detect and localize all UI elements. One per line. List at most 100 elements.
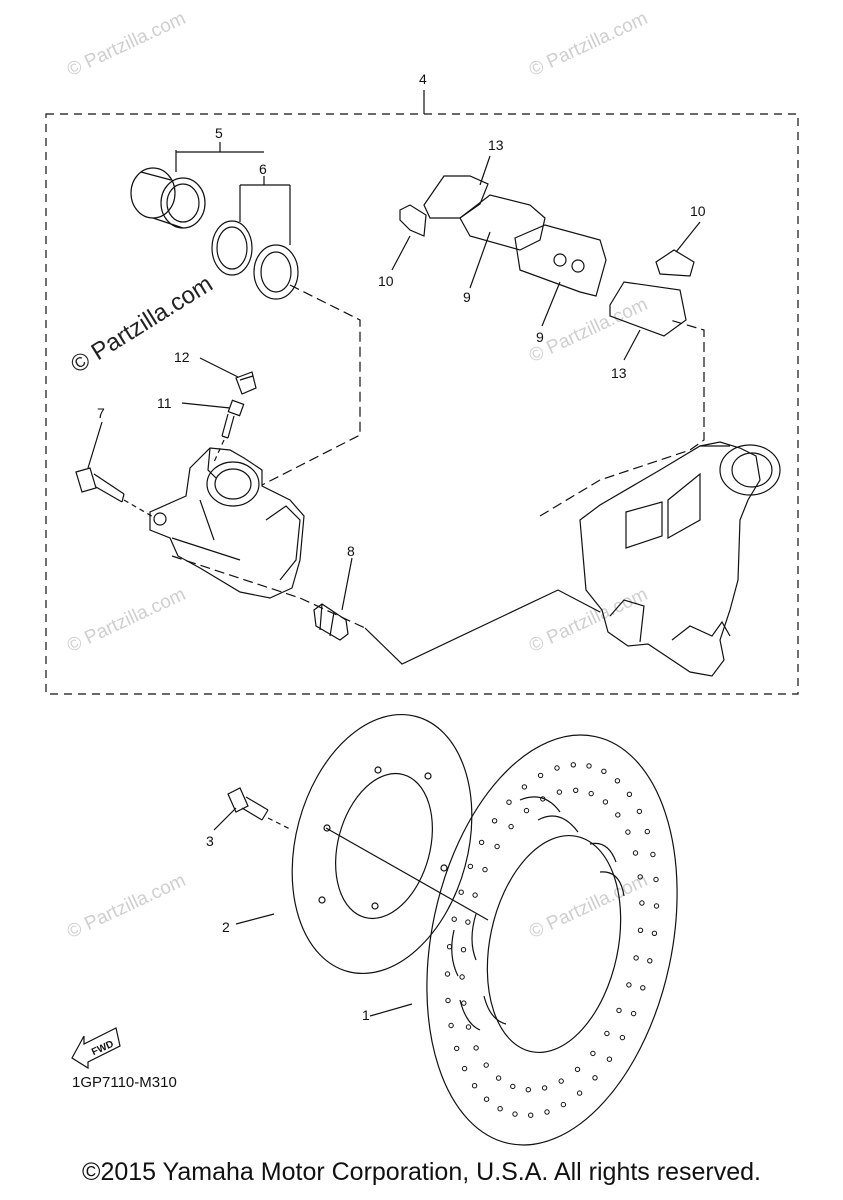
disc-hole	[650, 851, 656, 858]
leader-line	[369, 1003, 413, 1017]
disc-hole	[644, 828, 650, 835]
leader-line	[199, 357, 239, 378]
disc-hole	[592, 1075, 598, 1081]
disc-holes	[444, 762, 660, 1118]
leader-line	[261, 284, 361, 486]
disc-hole	[512, 1111, 518, 1117]
disc-hole	[446, 944, 453, 950]
disc-hole	[467, 863, 474, 870]
leader-line	[623, 329, 641, 361]
seal-ring	[211, 220, 253, 276]
disc-hole	[473, 1045, 479, 1051]
disc-hole	[574, 1066, 581, 1073]
callout-2: 2	[222, 919, 230, 935]
bleeder-screw	[221, 399, 245, 439]
disc-hole	[445, 997, 451, 1004]
leader-line	[469, 231, 491, 289]
disc-hole	[588, 790, 594, 797]
disc-hole	[639, 900, 645, 906]
disc-hole	[525, 1087, 531, 1093]
disc-hole	[540, 796, 546, 802]
callout-13: 13	[611, 365, 627, 381]
callout-9: 9	[536, 329, 544, 345]
disc-hole	[537, 772, 544, 779]
leader-line	[675, 221, 701, 253]
disc-hole	[630, 1010, 637, 1017]
disc-hole	[647, 958, 653, 964]
caliper-body	[149, 447, 305, 599]
disc-hole	[637, 927, 644, 933]
disc-hole	[494, 843, 500, 850]
brake-disc	[426, 734, 678, 1146]
disc-hole	[510, 1083, 516, 1090]
disc-hole	[444, 971, 451, 977]
pad-spring	[655, 249, 695, 277]
disc-hole	[558, 1078, 564, 1084]
disc-hole	[626, 982, 632, 988]
brake-pad	[423, 175, 607, 297]
caliper-bracket	[579, 441, 781, 677]
disc-hole	[461, 1065, 468, 1072]
disc-hole	[448, 1022, 454, 1029]
disc-hole	[640, 985, 646, 991]
disc-hole	[653, 876, 659, 883]
leader-line	[341, 557, 353, 611]
disc-hole	[497, 1106, 503, 1112]
bleeder-cap	[235, 371, 257, 395]
disc-hole	[495, 1075, 502, 1081]
pad-shim	[609, 281, 687, 337]
disc-hole	[615, 812, 621, 818]
callout-3: 3	[206, 833, 214, 849]
leader-line	[267, 817, 293, 831]
disc-hole	[465, 919, 471, 925]
callout-6: 6	[259, 161, 267, 177]
disc-hole	[632, 850, 639, 856]
disc-hole	[544, 1109, 550, 1115]
disc-hole	[454, 1045, 460, 1052]
disc-hole	[451, 916, 457, 922]
leader-line	[171, 555, 366, 629]
disc-hole	[636, 808, 643, 815]
disc-hole	[573, 787, 579, 793]
disc-hole	[521, 784, 528, 790]
disc-hole	[483, 1096, 490, 1102]
bushing	[313, 603, 349, 641]
pad-spring	[399, 204, 427, 237]
disc-hole	[586, 763, 592, 769]
leader-line	[181, 402, 231, 409]
leader-line	[391, 235, 411, 271]
disc-hole	[590, 1050, 596, 1057]
disc-carrier	[291, 713, 473, 975]
disc-hole	[491, 818, 498, 824]
callout-10: 10	[690, 203, 706, 219]
disc-hole	[653, 903, 660, 909]
disc-hole	[460, 947, 467, 953]
callout-11: 11	[157, 395, 172, 411]
callout-8: 8	[347, 543, 355, 559]
leader-line	[213, 439, 225, 463]
assembly-box	[45, 113, 799, 695]
seal-ring	[253, 244, 299, 300]
disc-hole	[633, 955, 639, 961]
callout-13: 13	[488, 137, 504, 153]
callout-12: 12	[174, 349, 190, 365]
disc-hole	[478, 839, 485, 846]
disc-hole	[625, 829, 631, 835]
disc-hole	[528, 1112, 534, 1118]
bolt	[75, 467, 125, 503]
leader-line	[325, 827, 489, 921]
disc-hole	[465, 1024, 472, 1030]
callout-4: 4	[419, 71, 427, 87]
disc-hole	[601, 768, 607, 774]
disc-hole	[482, 866, 488, 873]
disc-hole	[604, 1030, 610, 1037]
disc-hole	[626, 791, 633, 797]
disc-hole	[506, 799, 512, 805]
disc-hole	[570, 762, 576, 768]
part-code: 1GP7110-M310	[72, 1074, 177, 1091]
disc-hole	[637, 874, 643, 880]
callout-10: 10	[378, 273, 394, 289]
callout-9: 9	[463, 289, 471, 305]
